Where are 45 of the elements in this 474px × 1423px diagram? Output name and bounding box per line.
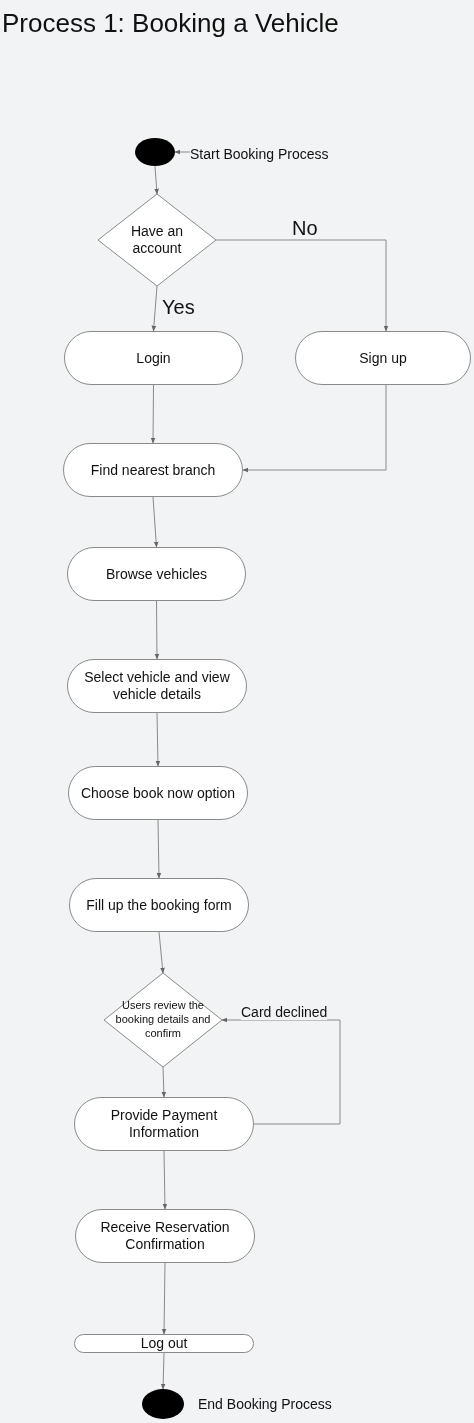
arrow: [174, 149, 191, 155]
arrow: [162, 1150, 168, 1210]
process-box: [67, 659, 247, 713]
step-label: Provide Payment Information: [109, 1107, 219, 1141]
edge-label: Card declined: [241, 1005, 328, 1021]
process-box: [74, 1334, 254, 1353]
step-label: Fill up the booking form: [85, 896, 233, 914]
arrow: [155, 712, 161, 767]
decision-diamond: [104, 973, 222, 1067]
process-box: [74, 1097, 254, 1151]
arrow: [154, 165, 159, 195]
terminal-label: End Booking Process: [198, 1396, 332, 1412]
arrow: [242, 384, 387, 473]
step-label: Sign up: [358, 349, 408, 367]
arrow: [151, 285, 158, 332]
process-box: [68, 766, 248, 820]
arrow: [152, 496, 159, 548]
arrow: [161, 1066, 167, 1098]
process-box: [63, 443, 243, 497]
step-label: Select vehicle and view vehicle details: [83, 669, 231, 703]
decision-label: Have an account: [129, 222, 185, 258]
decision-diamond: [98, 194, 216, 286]
diagram-title: Process 1: Booking a Vehicle: [2, 8, 339, 39]
step-label: Receive Reservation Confirmation: [99, 1219, 231, 1253]
arrow: [154, 600, 160, 660]
process-box: [69, 878, 249, 932]
arrow: [161, 1262, 167, 1335]
process-box: [64, 331, 243, 385]
step-label: Find nearest branch: [89, 461, 217, 479]
arrow: [221, 1017, 341, 1125]
process-box: [67, 547, 246, 601]
arrow: [215, 239, 389, 332]
arrow: [156, 819, 162, 879]
step-label: Log out: [139, 1335, 189, 1352]
step-label: Browse vehicles: [104, 565, 209, 583]
arrow: [150, 384, 156, 444]
step-label: Choose book now option: [79, 784, 237, 802]
decision-label: Users review the booking details and confirm: [114, 999, 212, 1041]
annotation-text: Start Booking Process: [190, 145, 340, 163]
arrow: [158, 931, 165, 974]
terminal-circle: [135, 138, 175, 166]
step-label: Login: [135, 349, 172, 367]
arrow: [160, 1352, 166, 1390]
process-box: [75, 1209, 255, 1263]
process-box: [295, 331, 471, 385]
